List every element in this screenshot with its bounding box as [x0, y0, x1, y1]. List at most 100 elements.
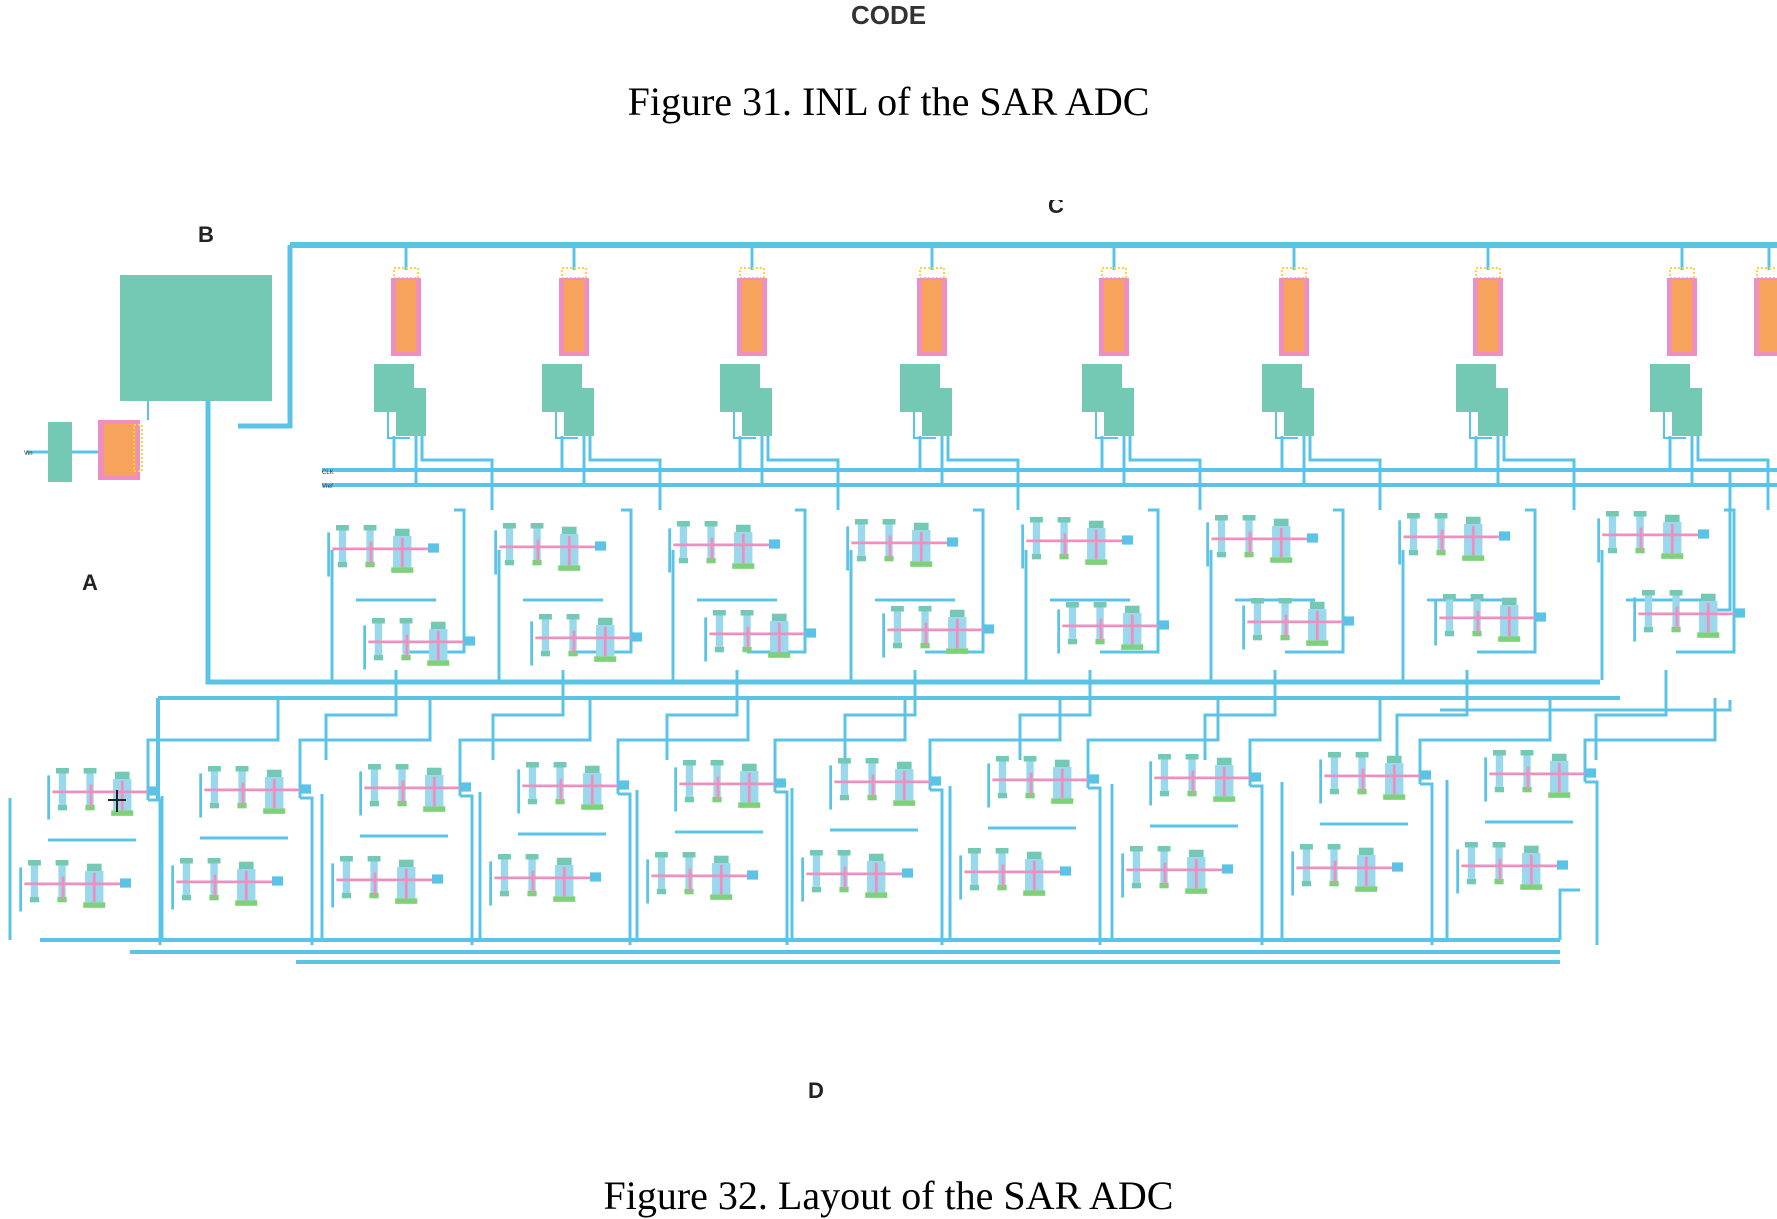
- transistor-cap: [369, 800, 380, 807]
- transistor-cap: [365, 561, 375, 568]
- logic-cell: [882, 606, 995, 658]
- transistor-cap: [868, 853, 884, 862]
- transistor-cap: [1520, 884, 1543, 890]
- transistor-cap: [1606, 511, 1619, 517]
- transistor-cap: [1700, 593, 1716, 602]
- transistor-cap: [1357, 788, 1367, 795]
- transistor-cap: [1057, 517, 1071, 523]
- transistor-cap: [427, 660, 450, 666]
- transistor-cap: [337, 561, 348, 568]
- transistor-cap: [1462, 555, 1485, 561]
- transistor-cap: [997, 884, 1007, 891]
- transistor-cap: [401, 654, 411, 661]
- transistor-cap: [684, 888, 694, 895]
- transistor-body: [998, 761, 1007, 793]
- block-label-d: D: [808, 1078, 824, 1103]
- transistor-cap: [684, 796, 695, 803]
- sampler-block: [48, 422, 72, 482]
- wire: [491, 670, 565, 760]
- transistor-body: [1409, 518, 1418, 550]
- transistor-cap: [1131, 882, 1142, 889]
- transistor-body: [657, 857, 666, 889]
- transistor-cap: [1059, 553, 1069, 560]
- transistor-cap: [423, 806, 446, 812]
- transistor-cap: [85, 804, 95, 811]
- cap-gold-top: [1756, 267, 1777, 279]
- transistor-cap: [498, 854, 511, 860]
- switch-block: [564, 388, 594, 436]
- transistor-cap: [810, 850, 823, 856]
- figure-caption-layout: Figure 32. Layout of the SAR ADC: [603, 1173, 1174, 1218]
- dac-capacitor: [922, 280, 942, 352]
- wire: [298, 698, 432, 798]
- pin-pad: [590, 872, 602, 882]
- transistor-cap: [56, 768, 69, 774]
- wire: [1420, 782, 1434, 945]
- transistor-body: [30, 865, 39, 897]
- logic-cell: [674, 760, 787, 812]
- pin-pad: [464, 636, 476, 646]
- transistor-cap: [209, 802, 220, 809]
- transistor-cap: [527, 798, 538, 805]
- transistor-body: [338, 530, 347, 562]
- transistor-cap: [1187, 790, 1197, 797]
- transistor-cap: [55, 860, 69, 866]
- transistor-cap: [738, 802, 761, 808]
- switch-wire: [1128, 436, 1202, 510]
- transistor-cap: [1095, 638, 1105, 645]
- dac-capacitor: [1104, 280, 1124, 352]
- transistor-cap: [714, 646, 725, 653]
- transistor-cap: [735, 524, 751, 533]
- pin-pad: [300, 784, 312, 794]
- transistor-cap: [83, 768, 97, 774]
- switch-wire: [946, 436, 1020, 510]
- wire: [1203, 670, 1277, 760]
- pin-pad: [432, 874, 444, 884]
- transistor-cap: [1213, 796, 1236, 802]
- transistor-body: [1467, 847, 1476, 879]
- transistor-cap: [57, 896, 67, 903]
- logic-cell: [1057, 602, 1170, 654]
- transistor-cap: [1301, 880, 1312, 887]
- transistor-cap: [1124, 605, 1140, 614]
- transistor-cap: [1444, 630, 1455, 637]
- transistor-cap: [882, 519, 896, 525]
- transistor-cap: [839, 794, 850, 801]
- transistor-cap: [597, 617, 613, 626]
- transistor-body: [685, 765, 694, 797]
- transistor-cap: [1327, 844, 1341, 850]
- transistor-cap: [397, 800, 407, 807]
- transistor-cap: [1242, 515, 1256, 521]
- transistor-cap: [1661, 553, 1684, 559]
- transistor-cap: [1355, 752, 1369, 758]
- pin-pad: [1557, 860, 1569, 870]
- transistor-body: [528, 767, 537, 799]
- pin-pad: [428, 543, 440, 553]
- transistor-cap: [581, 804, 604, 810]
- transistor-body: [1302, 849, 1311, 881]
- transistor-cap: [892, 642, 903, 649]
- transistor-body: [500, 859, 509, 891]
- pin-pad: [930, 776, 942, 786]
- switch-wire: [1502, 436, 1576, 510]
- transistor-body: [541, 619, 550, 651]
- logic-cell: [829, 758, 942, 810]
- transistor-cap: [1188, 849, 1204, 858]
- transistor-cap: [713, 855, 729, 864]
- transistor-cap: [768, 652, 791, 658]
- switch-block: [1104, 388, 1134, 436]
- transistor-cap: [896, 761, 912, 770]
- logic-cell: [530, 614, 643, 666]
- transistor-body: [857, 524, 866, 556]
- wire: [1250, 784, 1264, 945]
- transistor-body: [1445, 599, 1454, 631]
- logic-cell: [1484, 750, 1597, 802]
- transistor-cap: [1121, 644, 1144, 650]
- transistor-body: [1068, 607, 1077, 639]
- transistor-cap: [1643, 626, 1654, 633]
- transistor-cap: [1548, 792, 1571, 798]
- transistor-cap: [1466, 878, 1477, 885]
- wire: [1086, 698, 1220, 788]
- logic-cell: [489, 854, 602, 906]
- transistor-cap: [1383, 794, 1406, 800]
